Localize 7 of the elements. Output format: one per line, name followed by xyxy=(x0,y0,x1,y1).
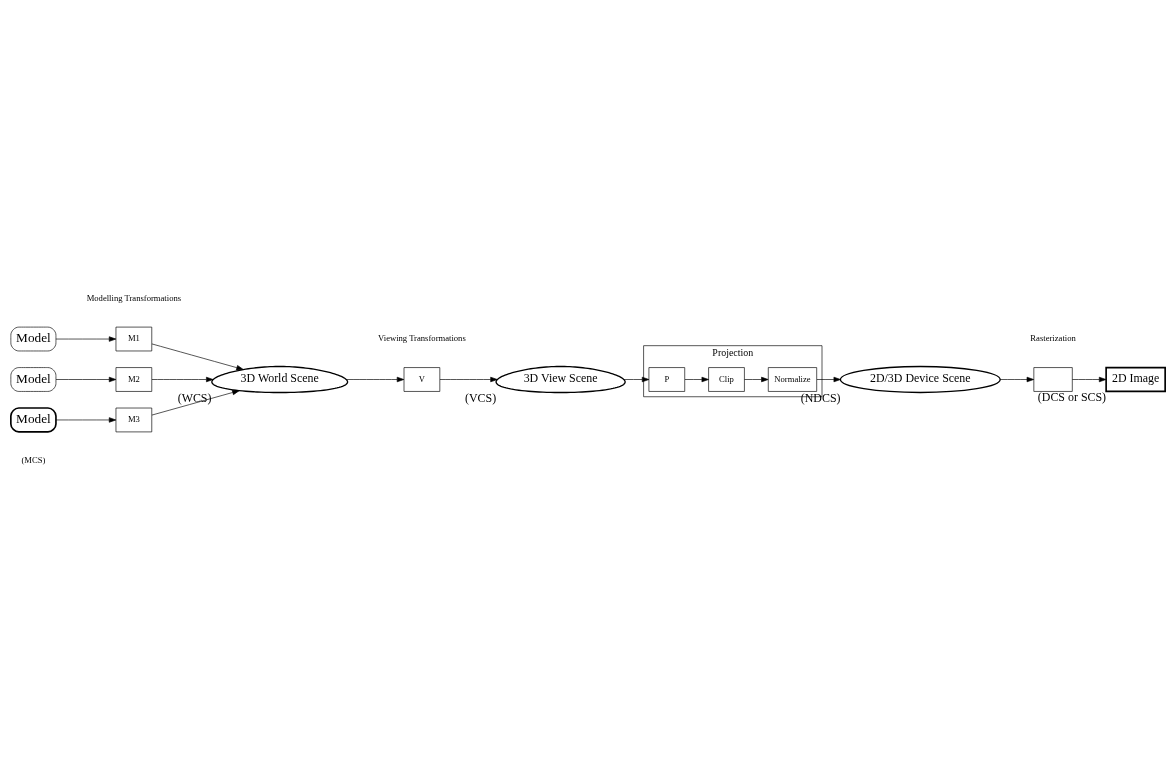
label: Rasterization xyxy=(1030,332,1076,343)
label: Modelling Transformations xyxy=(86,292,182,303)
label: (MCS) xyxy=(21,454,46,465)
node-label: (WCS) xyxy=(177,390,212,405)
node-label: (DCS or SCS) xyxy=(1037,389,1107,404)
label: Viewing Transformations xyxy=(378,332,466,343)
node-label: (VCS) xyxy=(465,390,497,405)
